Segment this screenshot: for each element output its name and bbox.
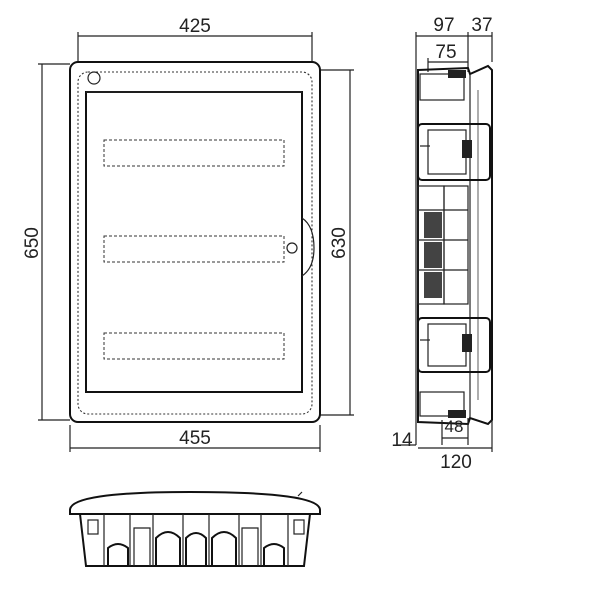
side-clip-top-cap	[448, 70, 466, 78]
knockout-1	[107, 543, 129, 566]
knockout-5	[263, 543, 285, 566]
enclosure-dotted-outline	[77, 71, 313, 415]
side-clip-bottom	[419, 391, 465, 417]
enclosure-body	[69, 61, 321, 423]
din-module-upper-inner	[427, 129, 467, 175]
slot-1	[133, 527, 151, 566]
front-view: 425 650 630 455	[22, 16, 354, 452]
dim-label-14: 14	[391, 430, 413, 451]
knockout-3	[185, 532, 207, 566]
din-rail-row-1	[103, 139, 285, 167]
ladder-block-3	[424, 272, 442, 298]
side-clip-bottom-cap	[448, 410, 466, 418]
dim-label-630: 630	[329, 227, 350, 259]
din-rail-row-3	[103, 332, 285, 360]
bottom-tub	[79, 513, 311, 567]
side-clip-top	[419, 73, 465, 101]
knockout-left	[87, 519, 99, 535]
din-module-upper-clip	[462, 140, 472, 158]
bottom-lid	[69, 490, 321, 515]
ladder-block-1	[424, 212, 442, 238]
knockout-4	[211, 531, 237, 566]
lock-icon	[286, 242, 298, 254]
door-panel	[85, 91, 303, 393]
ladder-block-2	[424, 242, 442, 268]
bottom-view	[69, 490, 321, 567]
dim-label-97: 97	[433, 15, 454, 36]
din-module-lower-inner	[427, 323, 467, 367]
din-module-upper	[417, 123, 491, 181]
side-view: 97 37 75 1	[391, 15, 493, 473]
side-ladder-right	[443, 185, 469, 305]
din-module-lower-clip	[462, 334, 472, 352]
screw-icon	[87, 71, 101, 85]
dim-label-37: 37	[471, 15, 492, 36]
dim-label-455: 455	[179, 428, 211, 449]
din-module-lower	[417, 317, 491, 373]
knockout-right	[293, 519, 305, 535]
bottom-lid-tick	[297, 491, 303, 497]
dim-label-48: 48	[445, 417, 464, 436]
door-handle	[301, 217, 315, 277]
dim-label-75: 75	[435, 42, 456, 63]
dim-label-120: 120	[440, 452, 472, 473]
dim-label-425: 425	[179, 16, 211, 37]
din-rail-row-2	[103, 235, 285, 263]
dim-label-650: 650	[22, 227, 43, 259]
knockout-2	[155, 531, 181, 566]
slot-2	[241, 527, 259, 566]
